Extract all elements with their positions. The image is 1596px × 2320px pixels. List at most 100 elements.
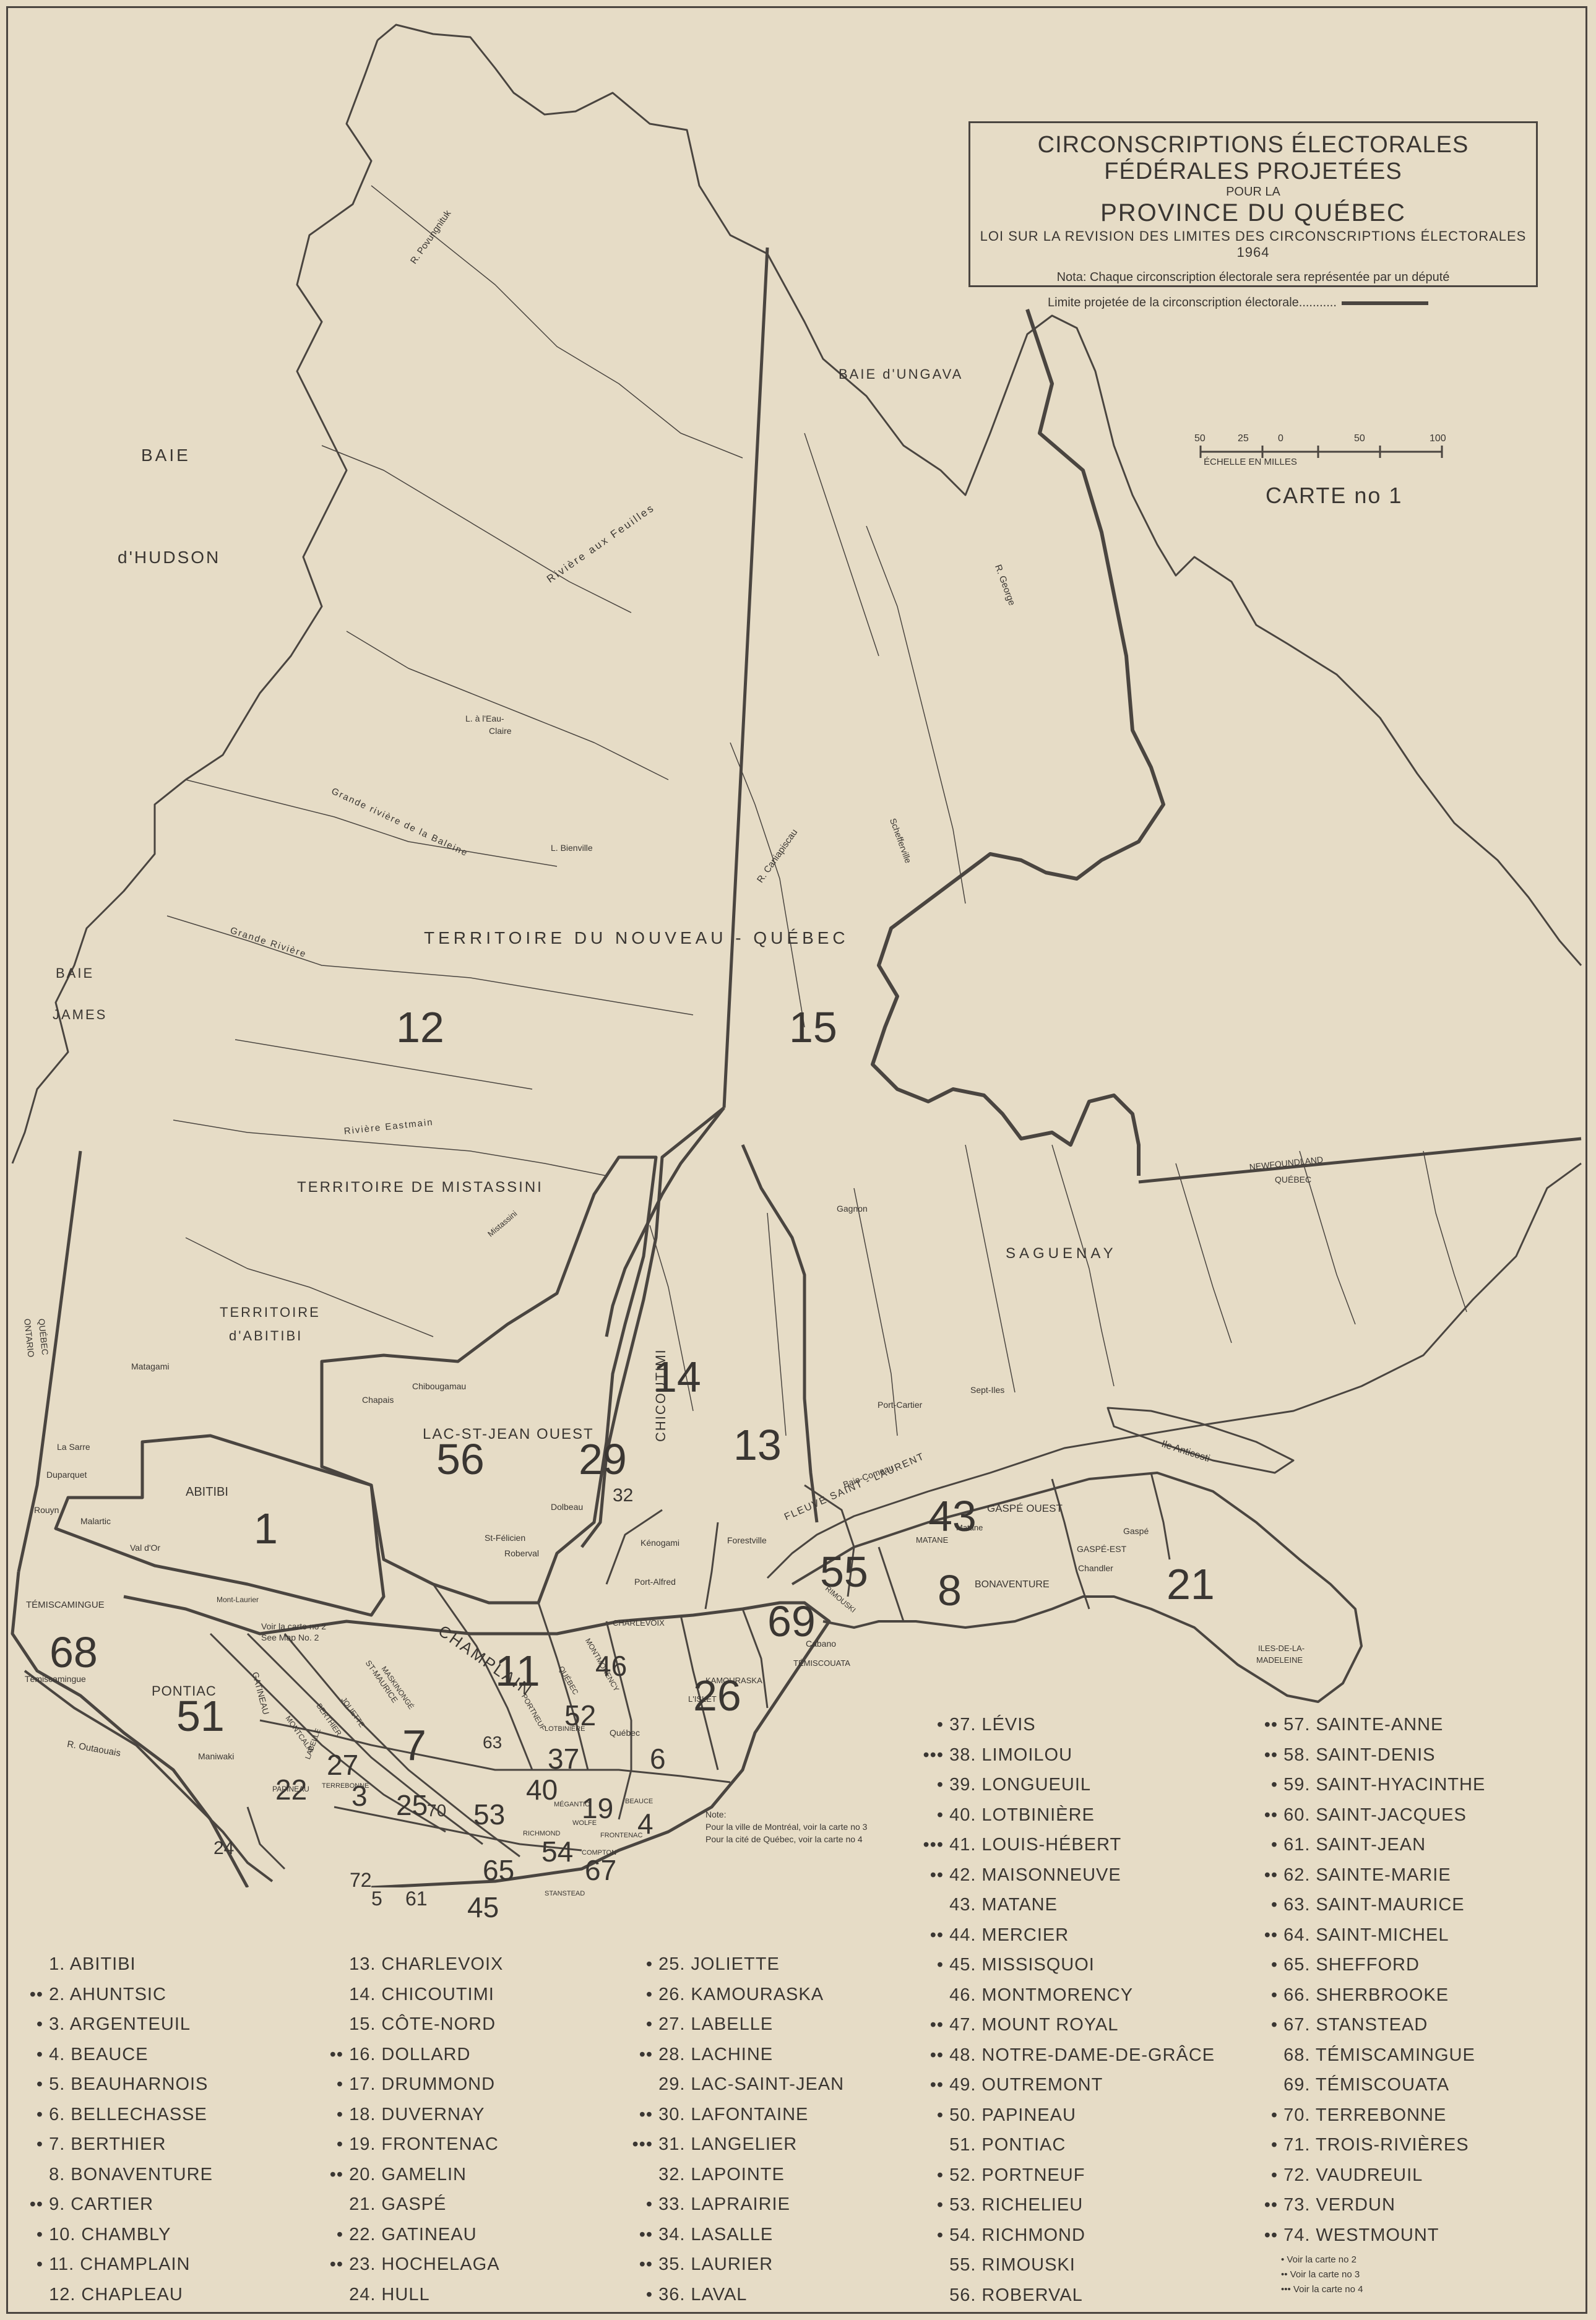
district-name: 1. ABITIBI: [49, 1954, 136, 1974]
district-number: 11: [495, 1647, 540, 1695]
place-label: STANSTEAD: [545, 1890, 585, 1897]
district-name: 8. BONAVENTURE: [49, 2164, 213, 2184]
district-line: [1150, 1472, 1171, 1560]
district-marker: •: [645, 1984, 653, 2004]
district-entry: •• 57. SAINTE-ANNE: [1235, 1710, 1485, 1740]
district-entry: 69. TÉMISCOUATA: [1235, 2070, 1485, 2100]
district-marker: •••: [923, 1744, 944, 1765]
district-line: [432, 1584, 533, 1770]
district-number: 13: [733, 1421, 782, 1469]
district-name: 47. MOUNT ROYAL: [949, 2015, 1119, 2035]
anticosti-island: [1106, 1407, 1295, 1474]
district-marker: •: [1270, 2135, 1278, 2155]
district-marker: •: [36, 2044, 43, 2064]
place-label: Claire: [489, 726, 512, 736]
place-label: L. Bienville: [551, 843, 593, 853]
district-name: 64. SAINT-MICHEL: [1283, 1925, 1449, 1945]
district-entry: • 50. PAPINEAU: [900, 2100, 1215, 2131]
district-entry: • 67. STANSTEAD: [1235, 2010, 1485, 2040]
district-name: 61. SAINT-JEAN: [1283, 1835, 1426, 1855]
roberval-box: [320, 1155, 658, 1605]
district-marker: ••: [329, 2254, 343, 2274]
place-label: PAPINEAU: [272, 1785, 309, 1793]
district-number: 8: [938, 1566, 962, 1615]
district-number: 72: [350, 1869, 372, 1891]
district-marker: ••: [1264, 1865, 1278, 1885]
place-label: L. à l'Eau-: [465, 714, 504, 723]
district-marker: •: [1270, 1895, 1278, 1915]
district-number: 26: [693, 1671, 741, 1720]
district-marker: ••: [1264, 1744, 1278, 1765]
saguenay-divide: [741, 1144, 819, 1523]
matane-region-label: MATANE: [916, 1535, 949, 1545]
district-name: 58. SAINT-DENIS: [1283, 1744, 1436, 1765]
footnotes: • Voir la carte no 2 •• Voir la carte no…: [1281, 2253, 1363, 2297]
district-entry: • 65. SHEFFORD: [1235, 1950, 1485, 1980]
district-number: 43: [928, 1492, 977, 1540]
district-marker: •: [336, 2074, 343, 2094]
scale-label: ÉCHELLE EN MILLES: [1204, 457, 1297, 467]
district-marker: •: [936, 1775, 944, 1795]
district-name: 10. CHAMBLY: [49, 2224, 171, 2245]
district-entry: • 59. SAINT-HYACINTHE: [1235, 1770, 1485, 1800]
district-number: 3: [352, 1780, 368, 1812]
district-number: 68: [50, 1628, 98, 1676]
district-number: 67: [585, 1854, 617, 1886]
district-entry: • 37. LÉVIS: [900, 1710, 1215, 1740]
ottawa-river: [24, 1670, 274, 1882]
district-name: 71. TROIS-RIVIÈRES: [1283, 2135, 1469, 2155]
district-name: 9. CARTIER: [49, 2194, 154, 2214]
district-entry: •• 47. MOUNT ROYAL: [900, 2010, 1215, 2040]
baie-ungava-label: BAIE d'UNGAVA: [839, 366, 964, 382]
district-entry: •• 74. WESTMOUNT: [1235, 2220, 1485, 2251]
place-label: Chibougamau: [412, 1381, 467, 1391]
district-name: 73. VERDUN: [1283, 2195, 1395, 2215]
district-entry: •• 34. LASALLE: [603, 2220, 844, 2250]
district-marker: •: [936, 2195, 944, 2215]
place-label: LOTBINIÈRE: [545, 1725, 585, 1733]
district-name: 69. TÉMISCOUATA: [1283, 2075, 1450, 2095]
district-marker: •: [1270, 1775, 1278, 1795]
district-line: [283, 1633, 520, 1858]
district-line: [259, 1719, 731, 1783]
district-entry: •• 44. MERCIER: [900, 1920, 1215, 1951]
place-label: TERREBONNE: [322, 1782, 369, 1790]
district-name: 37. LÉVIS: [949, 1715, 1036, 1735]
district-number: 61: [405, 1887, 428, 1910]
district-name: 5. BEAUHARNOIS: [49, 2074, 209, 2094]
district-number: 1: [254, 1504, 278, 1553]
map-note: Voir la carte no 2: [261, 1621, 327, 1631]
place-label: Matagami: [131, 1361, 170, 1371]
district-entry: 32. LAPOINTE: [603, 2160, 844, 2190]
district-line: [334, 1806, 582, 1852]
temiscamingue-region-label: TÉMISCAMINGUE: [26, 1600, 105, 1610]
district-entry: • 71. TROIS-RIVIÈRES: [1235, 2130, 1485, 2160]
district-number: 45: [467, 1891, 499, 1923]
place-label: Malartic: [80, 1516, 111, 1526]
meridian-boundary: [722, 247, 769, 1108]
district-name: 51. PONTIAC: [949, 2135, 1066, 2155]
district-name: 45. MISSISQUOI: [949, 1955, 1095, 1975]
district-entry: • 52. PORTNEUF: [900, 2160, 1215, 2191]
district-name: 63. SAINT-MAURICE: [1283, 1895, 1465, 1915]
district-entry: • 3. ARGENTEUIL: [0, 2009, 213, 2040]
saguenay-label: SAGUENAY: [1006, 1245, 1117, 1262]
district-entry: • 26. KAMOURASKA: [603, 1980, 844, 2010]
district-name: 30. LAFONTAINE: [658, 2104, 809, 2124]
west-boundary: [17, 1150, 82, 1572]
district-marker: ••: [1264, 2195, 1278, 2215]
district-line: [878, 1546, 905, 1622]
map-note: See Map No. 2: [261, 1632, 319, 1642]
scale-tick: 50: [1354, 433, 1365, 444]
coastline: [377, 24, 1582, 966]
district-entry: • 36. LAVAL: [603, 2280, 844, 2310]
place-label: MÉGANTIC: [554, 1801, 590, 1808]
district-number: 56: [436, 1435, 485, 1483]
district-marker: ••: [639, 2044, 653, 2064]
district-name: 18. DUVERNAY: [349, 2104, 485, 2124]
district-index: 1. ABITIBI•• 2. AHUNTSIC• 3. ARGENTEUIL•…: [0, 1949, 1596, 2314]
page-frame: [6, 6, 1587, 2314]
district-marker: ••: [930, 1865, 944, 1885]
district-name: 25. JOLIETTE: [658, 1954, 780, 1974]
district-number: 51: [176, 1692, 225, 1740]
